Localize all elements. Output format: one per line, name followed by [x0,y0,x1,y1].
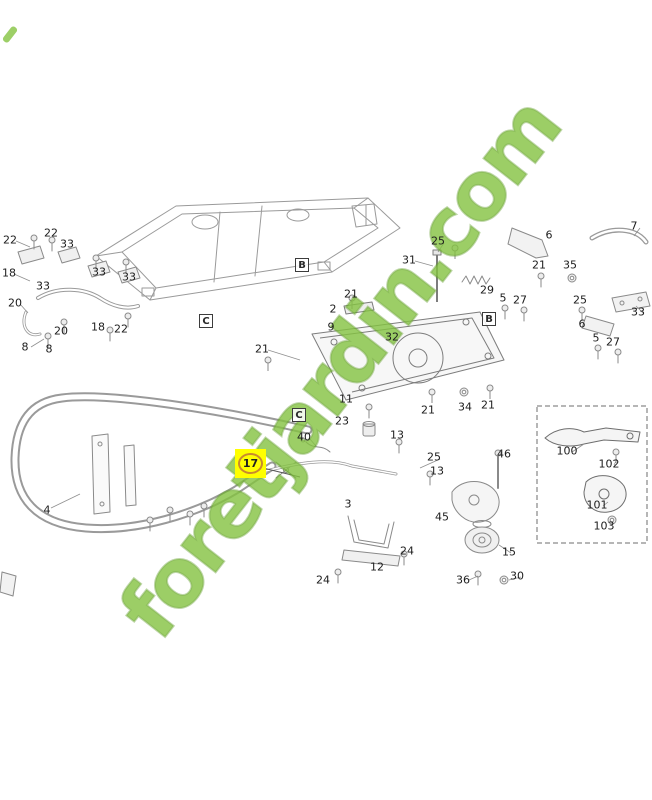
dashed-inset-box [536,405,648,544]
idler-pulley [464,520,500,554]
leader-lines [13,227,644,581]
highlighted-part-number: 17 [242,457,259,470]
center-linkage [260,403,509,586]
handlebar-frame [0,392,313,597]
mounting-plate [264,244,505,404]
front-bracket-assembly [17,234,141,348]
highlight-ring [238,453,263,474]
chassis-frame [95,197,401,301]
right-linkage-parts [461,227,651,364]
highlighted-part-17[interactable]: 17 [235,449,266,478]
